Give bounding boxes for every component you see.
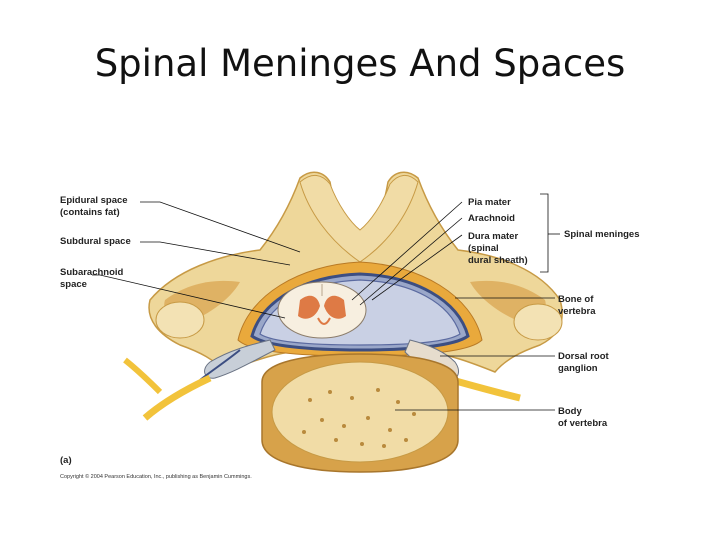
label-body-line1: Body xyxy=(558,406,582,417)
label-dura-line2: (spinal xyxy=(468,243,499,254)
vertebral-body xyxy=(261,353,459,473)
label-arachnoid: Arachnoid xyxy=(468,213,515,224)
label-epidural-line2: (contains fat) xyxy=(60,207,120,218)
slide-title: Spinal Meninges And Spaces xyxy=(94,42,626,85)
label-bone-line2: vertebra xyxy=(558,306,596,317)
label-ganglion-line1: Dorsal root xyxy=(558,351,610,362)
label-spinal-meninges: Spinal meninges xyxy=(564,229,640,240)
label-dura-line1: Dura mater xyxy=(468,231,518,242)
leader-lines xyxy=(92,193,560,411)
label-subarachnoid-line1: Subarachnoid xyxy=(60,267,124,278)
label-epidural-line1: Epidural space xyxy=(60,195,128,206)
figure-tag: (a) xyxy=(60,455,72,466)
spinal-cord xyxy=(277,281,367,339)
label-body-line2: of vertebra xyxy=(558,418,608,429)
label-pia-mater: Pia mater xyxy=(468,197,511,208)
label-dura-line3: dural sheath) xyxy=(468,255,528,266)
copyright-notice: Copyright © 2004 Pearson Education, Inc.… xyxy=(60,473,252,480)
label-subdural: Subdural space xyxy=(60,236,131,247)
label-bone-line1: Bone of xyxy=(558,294,594,305)
label-ganglion-line2: ganglion xyxy=(558,363,598,374)
label-subarachnoid-line2: space xyxy=(60,279,87,290)
